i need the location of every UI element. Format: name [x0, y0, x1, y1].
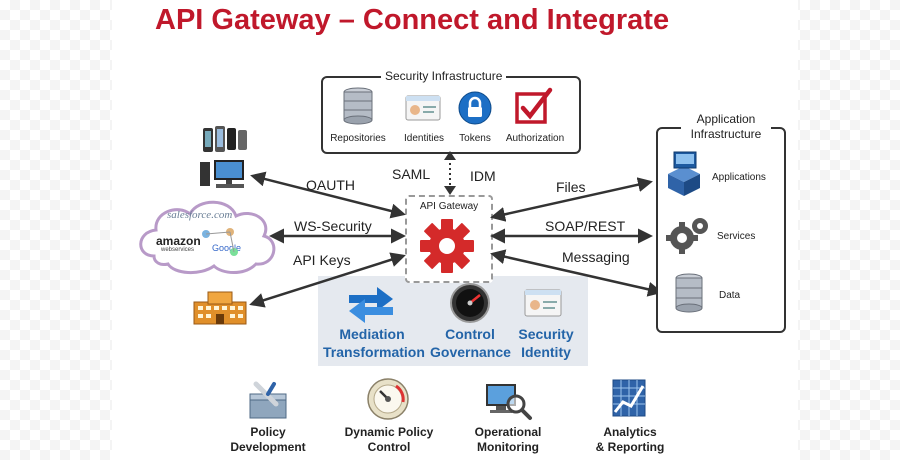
gear-icon [420, 219, 474, 273]
capability-control-line2: Governance [430, 344, 511, 360]
protocol-api-keys: API Keys [293, 252, 351, 268]
protocol-idm: IDM [470, 168, 496, 184]
capability-mediation-line2: Transformation [323, 344, 425, 360]
mobile-devices-icon [203, 126, 247, 152]
cloud-amazon-sub: webservices [161, 247, 195, 253]
lock-icon [458, 91, 492, 125]
capability-control-line1: Control [445, 326, 495, 342]
security-item-identities: Identities [403, 133, 445, 144]
bottom-dynamic-policy: Dynamic Policy Control [334, 425, 444, 455]
bottom-analytics-line2: & Reporting [595, 440, 665, 454]
checkbox-icon [515, 87, 553, 124]
security-item-repositories: Repositories [330, 133, 386, 144]
application-infrastructure-title: Application Infrastructure [681, 112, 771, 142]
data-database-icon [675, 273, 703, 313]
capability-mediation: Mediation Transformation [323, 325, 425, 361]
policy-development-icon [249, 381, 287, 419]
bottom-dynamic-line1: Dynamic Policy [344, 425, 434, 439]
capability-mediation-line1: Mediation [339, 326, 405, 342]
bottom-analytics-line1: Analytics [603, 425, 657, 439]
database-icon [343, 87, 373, 125]
arrow-files [490, 177, 653, 222]
protocol-ws-security: WS-Security [294, 218, 372, 234]
id-card-icon [405, 95, 441, 121]
arrow-api-keys [249, 252, 406, 308]
protocol-oauth: OAUTH [306, 177, 355, 193]
capability-security-line2: Identity [521, 344, 571, 360]
bottom-operational-line2: Monitoring [477, 440, 539, 454]
security-link-arrow [444, 151, 456, 195]
cloud-network-icon [202, 228, 238, 256]
bottom-dynamic-line2: Control [367, 440, 411, 454]
app-infra-applications: Applications [712, 172, 766, 183]
bottom-policy-development: Policy Development [218, 425, 318, 455]
cloud-salesforce: salesforce.com [167, 209, 233, 221]
cloud-google: Google [212, 243, 242, 253]
services-gears-icon [666, 218, 708, 254]
monitoring-magnifier-icon [486, 384, 532, 420]
desktop-computer-icon [200, 160, 244, 188]
applications-icon [668, 151, 700, 196]
capability-control: Control Governance [430, 325, 511, 361]
analytics-chart-icon [612, 379, 646, 417]
security-item-authorization: Authorization [505, 133, 565, 144]
capability-security: Security Identity [510, 325, 582, 361]
security-item-tokens: Tokens [459, 133, 491, 144]
building-icon [193, 291, 247, 325]
page-title: API Gateway – Connect and Integrate [155, 4, 670, 36]
application-infrastructure-label: Application Infrastructure [690, 112, 762, 141]
arrow-oauth [250, 171, 406, 219]
bottom-operational-line1: Operational [474, 425, 542, 439]
arrow-messaging [490, 249, 663, 297]
app-infra-services: Services [717, 231, 756, 242]
capability-security-line1: Security [518, 326, 574, 342]
security-infrastructure-title: Security Infrastructure [381, 69, 507, 83]
bottom-policy-line1: Policy [250, 425, 286, 439]
bottom-analytics-reporting: Analytics & Reporting [580, 425, 680, 455]
dynamic-policy-dial-icon [367, 378, 409, 420]
protocol-messaging: Messaging [562, 249, 630, 265]
bottom-policy-line2: Development [230, 440, 306, 454]
cloud-amazon: amazon [156, 234, 201, 248]
security-id-card-icon [524, 289, 562, 317]
protocol-soap-rest: SOAP/REST [545, 218, 626, 234]
api-gateway-label: API Gateway [419, 201, 479, 212]
app-infra-data: Data [719, 290, 741, 301]
mediation-arrows-icon [349, 287, 393, 323]
gauge-icon [450, 283, 490, 323]
bottom-operational-monitoring: Operational Monitoring [458, 425, 558, 455]
protocol-files: Files [556, 179, 586, 195]
